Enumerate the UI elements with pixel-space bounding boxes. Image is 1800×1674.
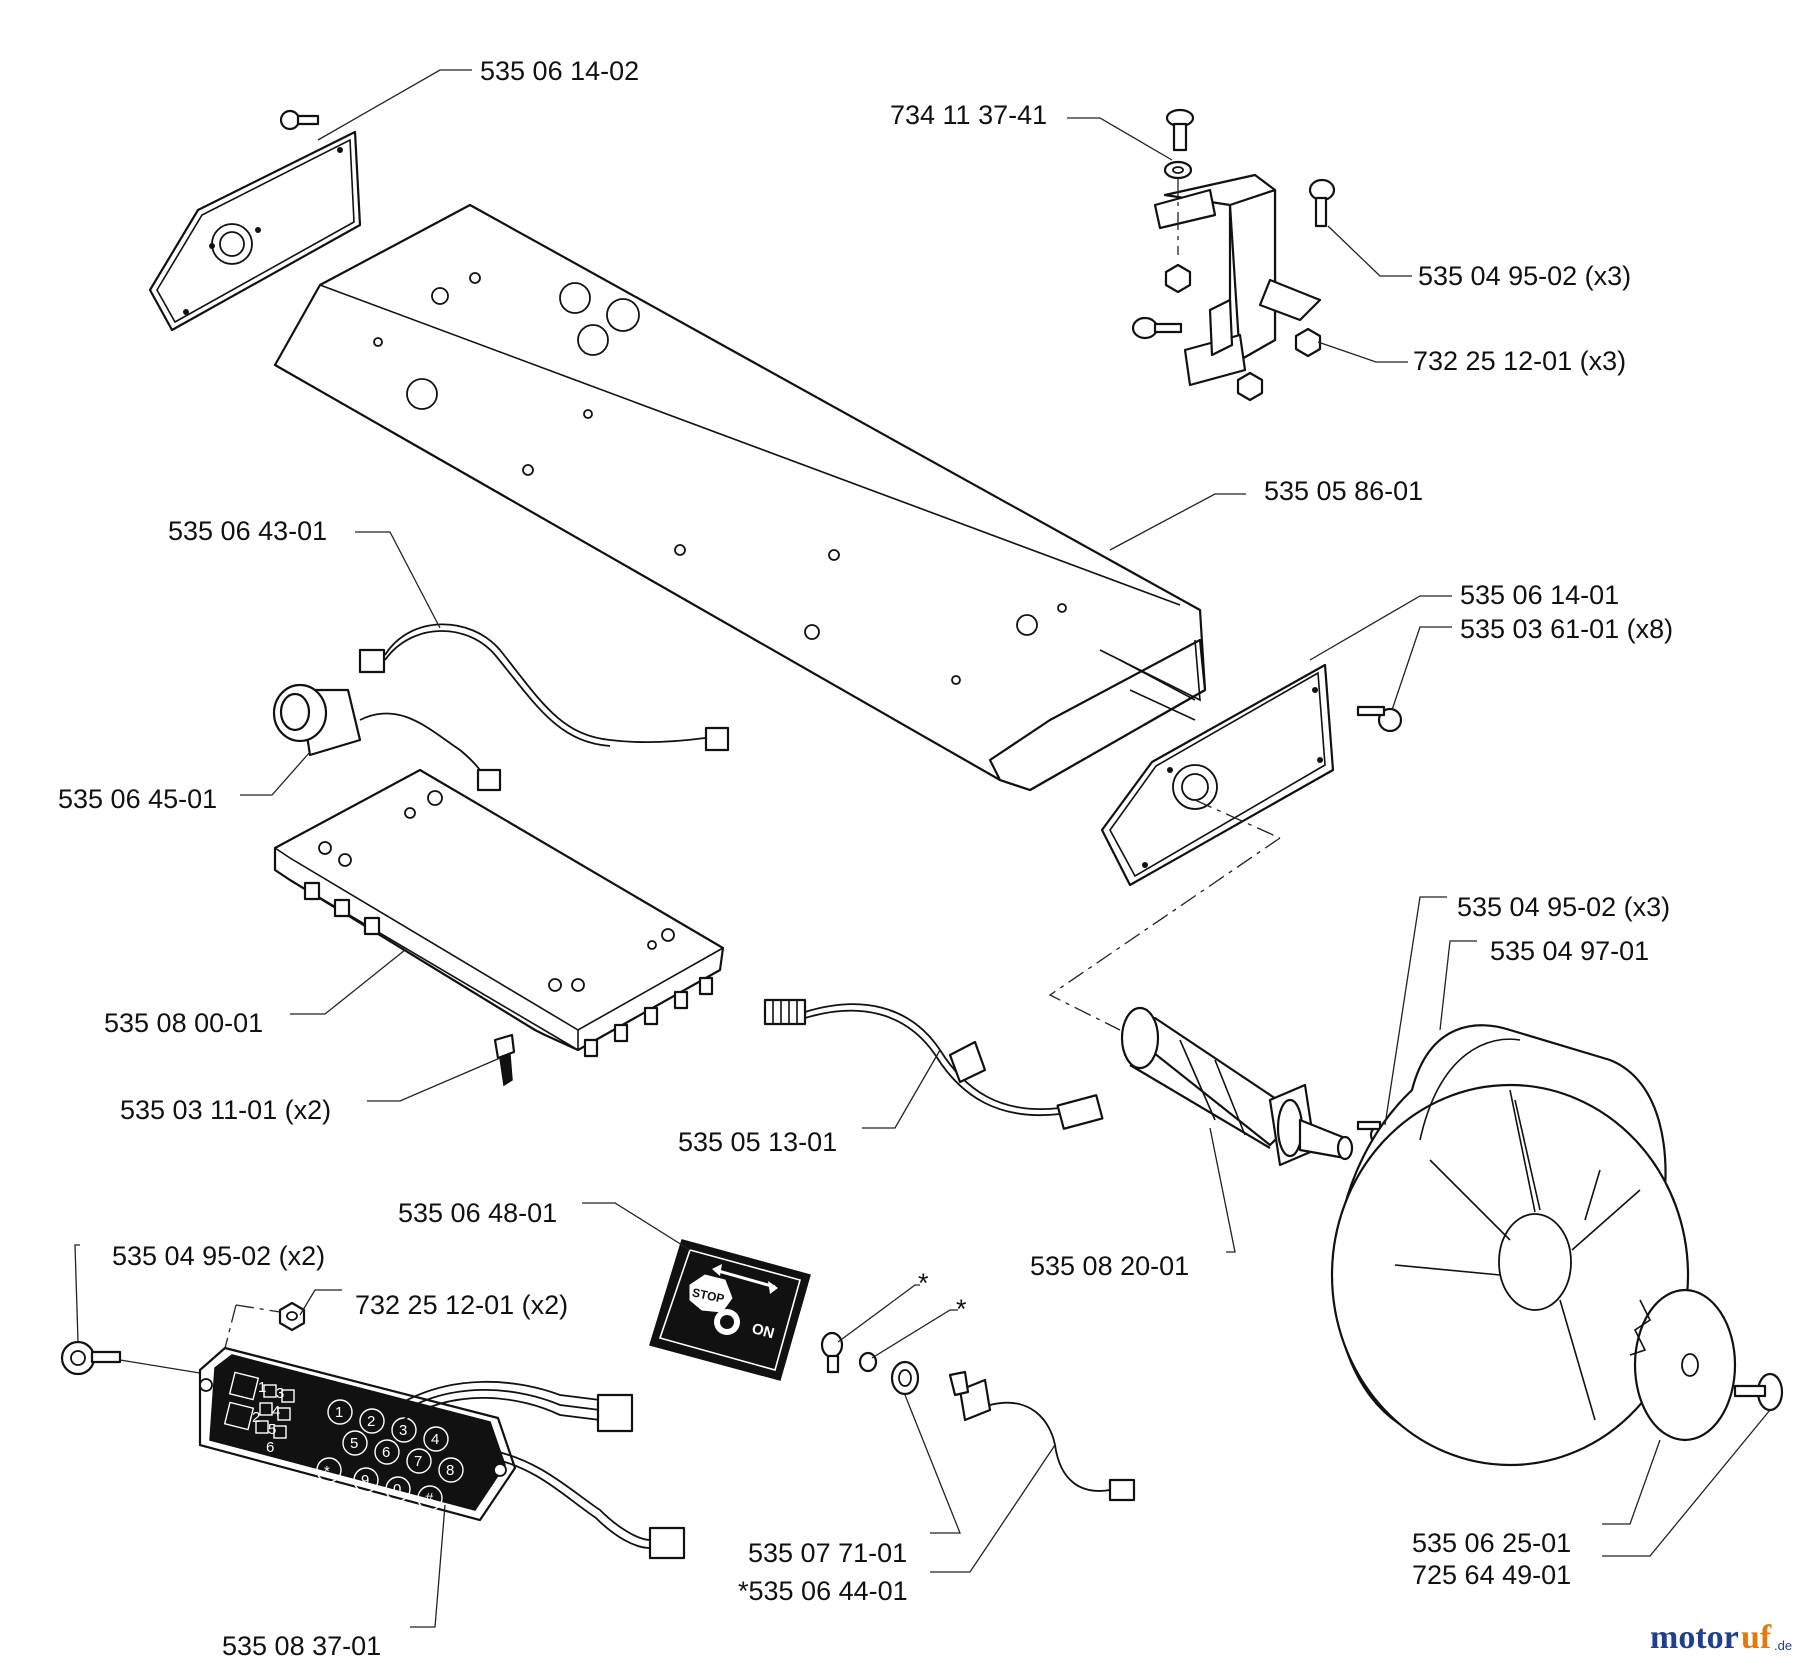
asterisk-mark-2: * — [956, 1294, 967, 1324]
leader-lines — [74, 69, 1771, 1628]
label-535-04-95-02-x3-top: 535 04 95-02 (x3) — [1418, 261, 1631, 291]
key-8: 8 — [446, 1462, 454, 1479]
label-732-25-12-01-x3: 732 25 12-01 (x3) — [1413, 346, 1626, 376]
label-535-08-00-01: 535 08 00-01 — [104, 1008, 263, 1038]
sensor-535-06-45-01 — [272, 683, 502, 792]
watermark-tld: .de — [1774, 1638, 1792, 1653]
left-end-plate — [148, 130, 362, 332]
key-5: 5 — [350, 1435, 358, 1452]
label-535-03-61-01-x8: 535 03 61-01 (x8) — [1460, 614, 1673, 644]
label-535-06-48-01: 535 06 48-01 — [398, 1198, 557, 1228]
label-535-07-71-01: 535 07 71-01 — [748, 1538, 907, 1568]
switch-assembly — [1153, 173, 1322, 387]
asterisk-mark-1: * — [918, 1268, 929, 1298]
watermark-logo: motor uf .de — [1650, 1619, 1792, 1656]
key-4: 4 — [431, 1431, 439, 1448]
key-9: 9 — [361, 1472, 369, 1489]
key-7: 7 — [414, 1453, 422, 1470]
label-535-04-95-02-x3-motor: 535 04 95-02 (x3) — [1457, 892, 1670, 922]
keypad-round-keys: 1 2 3 4 5 6 7 8 9 0 * # — [316, 1399, 464, 1511]
switch-parts — [820, 1331, 1136, 1502]
watermark-brand-a: motor — [1650, 1619, 1739, 1656]
label-535-06-14-01: 535 06 14-01 — [1460, 580, 1619, 610]
keypad-ribbon-cables — [389, 1380, 686, 1560]
right-end-plate — [1100, 663, 1335, 887]
main-housing — [273, 203, 1207, 792]
sq-key-6: 6 — [266, 1439, 274, 1456]
label-725-64-49-01: 725 64 49-01 — [1412, 1560, 1571, 1590]
stop-on-decal: STOP ON — [649, 1239, 811, 1381]
keypad-535-08-37-01: 1 2 3 4 5 6 1 2 3 4 5 6 7 8 — [60, 1301, 686, 1560]
key-hash: # — [425, 1490, 434, 1507]
key-0: 0 — [393, 1481, 401, 1498]
key-6: 6 — [382, 1444, 390, 1461]
label-535-04-95-02-x2: 535 04 95-02 (x2) — [112, 1241, 325, 1271]
motor-535-08-20-01 — [1120, 1006, 1354, 1167]
keypad-square-keys: 1 2 3 4 5 6 — [223, 1371, 295, 1456]
label-535-08-20-01: 535 08 20-01 — [1030, 1251, 1189, 1281]
screw-734-11-37-41 — [1163, 108, 1195, 255]
sq-key-2: 2 — [252, 1409, 260, 1426]
screw-top-left — [279, 109, 320, 131]
decal-on-text: ON — [750, 1320, 776, 1342]
sq-key-1: 1 — [258, 1379, 266, 1396]
sq-key-3: 3 — [276, 1385, 284, 1402]
label-535-05-86-01: 535 05 86-01 — [1264, 476, 1423, 506]
key-1: 1 — [335, 1404, 343, 1421]
key-3: 3 — [399, 1422, 407, 1439]
label-535-06-14-02: 535 06 14-02 — [480, 56, 639, 86]
label-732-25-12-01-x2: 732 25 12-01 (x2) — [355, 1290, 568, 1320]
watermark-brand-b: uf — [1741, 1619, 1772, 1656]
label-535-04-97-01: 535 04 97-01 — [1490, 936, 1649, 966]
wire-harness-535-05-13-01 — [763, 998, 1104, 1130]
screws-535-04-95-02-x3 — [1131, 178, 1336, 340]
sq-key-5: 5 — [268, 1421, 276, 1438]
clip-535-03-11-01 — [493, 1033, 516, 1087]
nuts-732-25-12-01-x3 — [1164, 263, 1322, 402]
label-535-03-11-01-x2: 535 03 11-01 (x2) — [120, 1095, 331, 1125]
wheel-535-04-97-01 — [1330, 1024, 1690, 1467]
label-535-06-43-01: 535 06 43-01 — [168, 516, 327, 546]
label-535-08-37-01: 535 08 37-01 — [222, 1631, 381, 1661]
decal-stop-text: STOP — [691, 1285, 726, 1305]
circuit-board-535-08-00-01 — [273, 768, 725, 1058]
hub-cap-535-06-25-01 — [1629, 1288, 1737, 1442]
label-535-05-13-01: 535 05 13-01 — [678, 1127, 837, 1157]
label-535-06-25-01: 535 06 25-01 — [1412, 1528, 1571, 1558]
screw-535-03-61-01 — [1356, 705, 1403, 733]
part-labels: 535 06 14-02 734 11 37-41 535 04 95-02 (… — [58, 56, 1673, 1661]
key-2: 2 — [367, 1413, 375, 1430]
bolt-725-64-49-01 — [1733, 1372, 1784, 1412]
key-star: * — [324, 1463, 330, 1480]
label-734-11-37-41: 734 11 37-41 — [890, 100, 1047, 130]
wire-harness-535-06-43-01 — [358, 623, 730, 752]
sq-key-4: 4 — [272, 1403, 280, 1420]
label-535-06-45-01: 535 06 45-01 — [58, 784, 217, 814]
label-535-06-44-01: *535 06 44-01 — [738, 1576, 908, 1606]
assembly-axis-line — [1048, 799, 1281, 1031]
